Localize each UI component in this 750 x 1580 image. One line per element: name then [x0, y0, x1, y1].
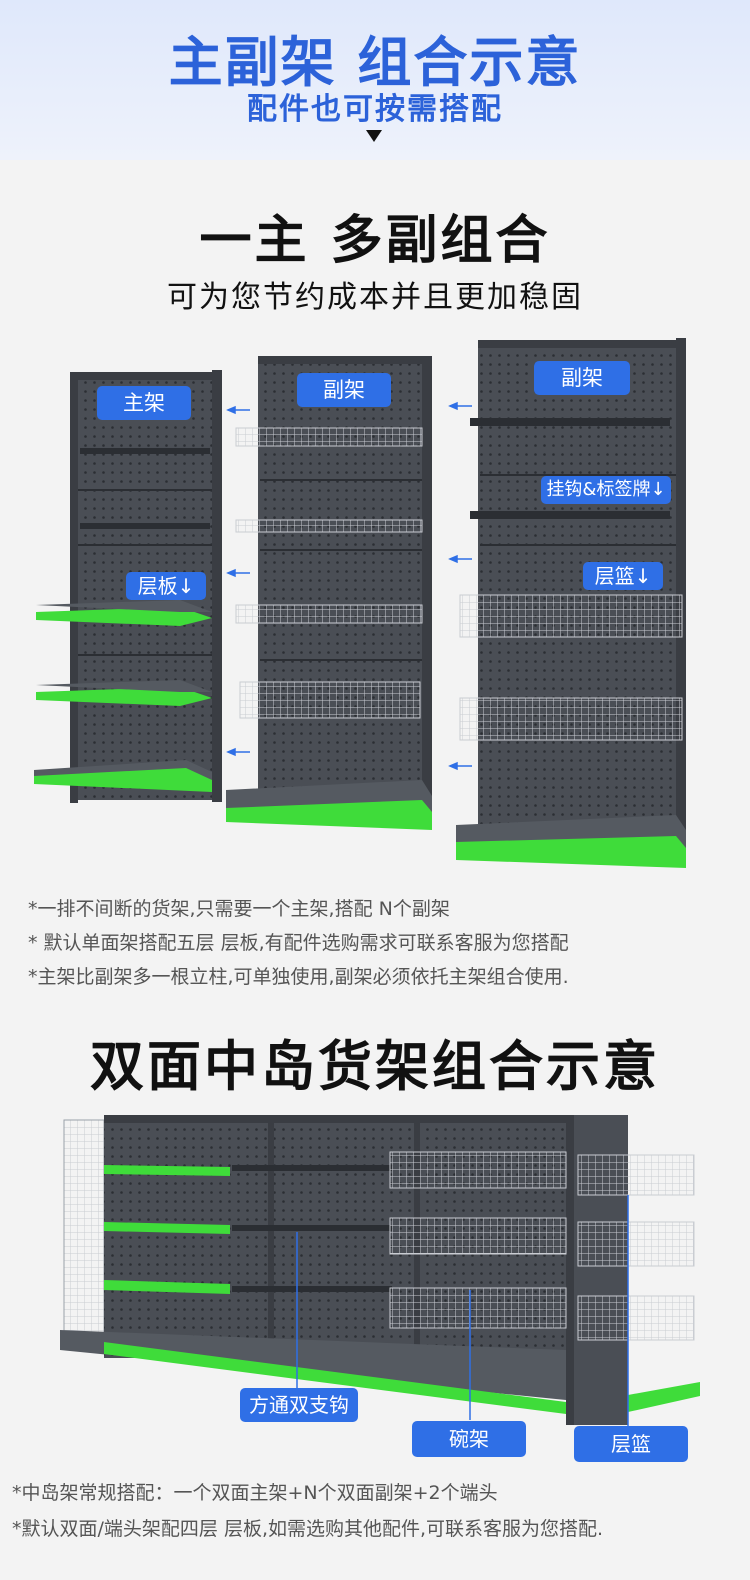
main-frame-tag: 主架: [97, 386, 191, 420]
section1-subtitle: 可为您节约成本并且更加稳固: [167, 280, 583, 315]
double-hook-tag: 方通双支钩: [240, 1388, 358, 1422]
arrow-icons: [226, 401, 472, 771]
section1-note-3: *主架比副架多一根立柱,可单独使用,副架必须依托主架组合使用.: [28, 966, 569, 988]
down-triangle-icon: [366, 130, 382, 142]
basket-tag: 层篮↓: [583, 562, 663, 590]
island-shelf-unit: [60, 1115, 700, 1430]
sub-frame-tag-1: 副架: [297, 373, 391, 407]
header-subtitle: 配件也可按需搭配: [247, 92, 503, 127]
sub-shelf-unit-1: [226, 356, 432, 830]
shelf-board-tag: 层板↓: [126, 572, 206, 600]
section2-note-1: *中岛架常规搭配：一个双面主架+N个双面副架+2个端头: [12, 1482, 498, 1504]
section1-note-2: * 默认单面架搭配五层 层板,有配件选购需求可联系客服为您搭配: [28, 932, 569, 954]
section1-note-1: *一排不间断的货架,只需要一个主架,搭配 N个副架: [28, 898, 450, 920]
sub-frame-tag-2: 副架: [534, 361, 630, 395]
section1-title: 一主 多副组合: [199, 211, 551, 271]
hook-label-tag: 挂钩&标签牌↓: [541, 476, 671, 504]
header-banner: 主副架 组合示意 配件也可按需搭配: [0, 0, 750, 160]
bowl-rack-tag: 碗架: [412, 1421, 526, 1457]
section2-note-2: *默认双面/端头架配四层 层板,如需选购其他配件,可联系客服为您搭配.: [12, 1518, 604, 1540]
header-title: 主副架 组合示意: [168, 31, 582, 94]
sub-shelf-unit-2: [456, 338, 686, 868]
end-basket-tag: 层篮: [574, 1426, 688, 1462]
section2-title: 双面中岛货架组合示意: [90, 1035, 660, 1098]
